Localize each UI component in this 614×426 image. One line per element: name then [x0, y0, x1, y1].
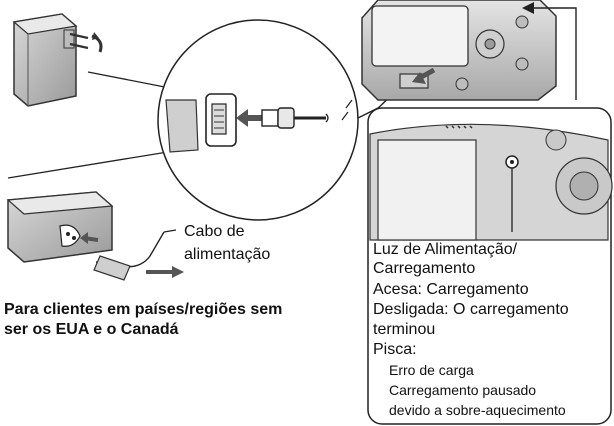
charge-lamp-inset	[367, 107, 613, 425]
region-note-line2: ser os EUA e o Canadá	[4, 321, 179, 338]
camera-body	[361, 0, 557, 101]
lamp-blink-heading: Pisca:	[373, 341, 417, 358]
lamp-off-state-line2: terminou	[373, 321, 436, 338]
lamp-blink-item-paused-line1: Carregamento pausado	[389, 382, 537, 398]
wall-adapter-us	[12, 13, 103, 107]
lamp-off-state-line1: Desligada: O carregamento	[373, 301, 569, 318]
usb-port-magnifier	[157, 19, 359, 221]
lamp-title-line2: Carregamento	[373, 260, 476, 277]
lamp-title-line1: Luz de Alimentação/	[373, 241, 518, 258]
lamp-lit-state: Acesa: Carregamento	[373, 281, 529, 298]
cable-label-line2: alimentação	[184, 246, 271, 263]
lamp-blink-item-charge-error: Erro de carga	[389, 362, 474, 378]
power-cord	[93, 229, 184, 281]
wall-adapter-intl	[6, 191, 114, 263]
cable-label-line1: Cabo de	[184, 223, 245, 240]
region-note-line1: Para clientes em países/regiões sem	[4, 301, 283, 318]
lamp-blink-item-paused-line2: devido a sobre-aquecimento	[389, 402, 566, 418]
